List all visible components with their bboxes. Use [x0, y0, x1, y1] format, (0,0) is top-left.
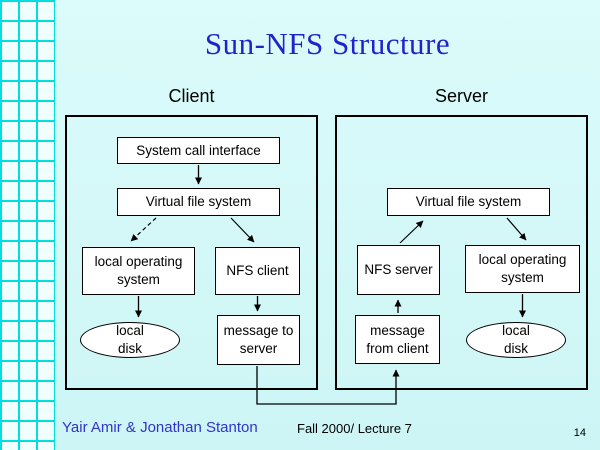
node-local-operating-system-server: local operating system [465, 245, 580, 293]
node-label: local disk [502, 323, 530, 356]
footer-authors: Yair Amir & Jonathan Stanton [62, 419, 258, 436]
node-label: NFS server [364, 262, 433, 278]
node-label: local operating system [478, 252, 567, 285]
node-label: message from client [366, 322, 429, 356]
node-label: Virtual file system [145, 194, 252, 210]
server-outer-box [335, 115, 588, 390]
node-local-disk-server: local disk [466, 322, 566, 358]
node-label: local operating system [94, 254, 183, 287]
slide-title: Sun-NFS Structure [204, 26, 451, 61]
node-message-to-server: message to server [217, 315, 300, 365]
node-message-from-client: message from client [355, 315, 440, 364]
node-local-disk-client: local disk [80, 322, 180, 358]
node-label: NFS client [226, 263, 289, 279]
node-nfs-server: NFS server [357, 245, 440, 295]
node-system-call-interface: System call interface [117, 137, 280, 164]
node-label: message to server [223, 323, 294, 356]
node-nfs-client: NFS client [215, 247, 300, 295]
server-section-label: Server [434, 86, 488, 106]
node-label: local disk [116, 323, 144, 356]
client-outer-box [65, 115, 318, 390]
node-local-operating-system-client: local operating system [82, 247, 195, 295]
node-virtual-file-system-client: Virtual file system [117, 188, 280, 216]
graph-paper-grid [0, 0, 55, 450]
node-virtual-file-system-server: Virtual file system [387, 188, 550, 216]
page-number: 14 [573, 427, 586, 439]
client-section-label: Client [168, 86, 215, 106]
node-label: Virtual file system [415, 194, 522, 210]
node-label: System call interface [136, 142, 261, 158]
footer-course: Fall 2000/ Lecture 7 [297, 421, 412, 436]
